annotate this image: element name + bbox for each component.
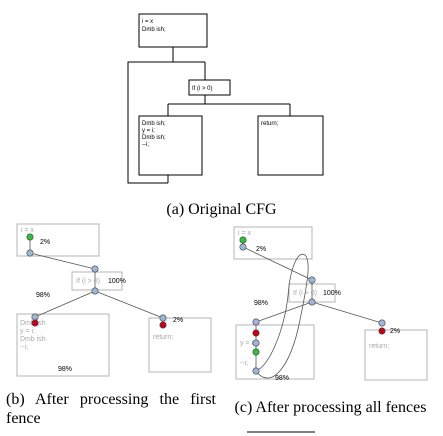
fence-node-red-c: [252, 329, 260, 337]
return-block-b: [148, 317, 212, 373]
fence-node-red-b: [31, 319, 39, 327]
body-line-1: Dmb ish;: [142, 121, 166, 127]
cond-label-b: If (i > 0): [76, 278, 100, 285]
body-line-c-2: --i;: [240, 360, 248, 367]
caption-first-fence: (b) After processing the first fence: [6, 391, 216, 427]
edge-loop-back: [127, 61, 173, 184]
cfg-node-b-5: [159, 314, 167, 322]
fence-node-green-c-2: [252, 348, 260, 356]
return-label-b: return;: [153, 334, 173, 341]
cfg-first-fence: i = x If (i > 0) Dmb ish y = i; Dmb ish …: [16, 223, 212, 377]
body-block: [138, 115, 203, 176]
fence-node-red-b-ret: [159, 321, 167, 329]
cfg-node-c-3: [308, 298, 316, 306]
caption-original-cfg: (a) Original CFG: [166, 201, 277, 218]
body-block-c: [235, 324, 315, 380]
edge-cond-right-c: [311, 301, 383, 324]
entry-block-c: [233, 226, 313, 260]
pct-left-b: 98%: [36, 292, 50, 299]
return-label: return;: [261, 121, 279, 127]
pct-cond-b: 100%: [108, 278, 126, 285]
body-line-b-2: y = i;: [20, 328, 35, 335]
pct-ret-b: 2%: [173, 317, 183, 324]
fence-node-green-b: [26, 233, 34, 241]
cond-label-c: If (i > 0): [293, 290, 317, 297]
edge-entry-cond-b: [29, 252, 96, 270]
cond-label: If (i > 0): [192, 86, 213, 92]
edge-cond-left-b: [34, 290, 96, 318]
pct-loop-b: 98%: [58, 366, 72, 373]
cfg-node-c-1: [239, 243, 247, 251]
cfg-node-b-4: [31, 313, 39, 321]
pct-left-c: 98%: [254, 300, 268, 307]
body-line-4: --i;: [142, 142, 149, 148]
cfg-node-c-5: [252, 339, 260, 347]
cfg-original-labels: i = x Dmb ish; If (i > 0) Dmb ish; y = i…: [142, 19, 279, 148]
pct-entry-c: 2%: [256, 246, 266, 253]
cfg-node-c-4: [252, 318, 260, 326]
return-label-c: return;: [369, 343, 389, 350]
edge-entry-cond-c: [242, 246, 313, 281]
cfg-node-c-2: [308, 276, 316, 284]
entry-line-2: Dmb ish;: [142, 27, 166, 33]
entry-label-b: i = x: [21, 227, 35, 234]
cfg-all-fences: i = x If (i > 0) y = i; --i; return; 2% …: [233, 226, 428, 382]
pct-ret-c: 2%: [390, 328, 400, 335]
edge-cond-right-b: [94, 290, 164, 319]
pct-entry-b: 2%: [40, 239, 50, 246]
body-line-b-3: Dmb ish: [20, 336, 46, 343]
return-block-c: [364, 329, 428, 381]
cond-block: [188, 79, 231, 96]
fence-node-green-c-1: [239, 236, 247, 244]
fence-node-red-c-ret: [378, 327, 386, 335]
body-line-b-4: --i;: [20, 344, 28, 351]
cfg-original: [127, 13, 324, 184]
return-block: [257, 115, 324, 176]
entry-line-1: i = x: [142, 19, 153, 25]
body-line-c-1: y = i;: [240, 340, 255, 347]
cfg-node-c-7: [378, 319, 386, 327]
entry-block-b: [16, 223, 100, 257]
body-line-2: y = i;: [142, 128, 155, 134]
pct-cond-c: 100%: [323, 290, 341, 297]
body-line-3: Dmb ish;: [142, 135, 166, 141]
cfg-node-b-3: [91, 287, 99, 295]
cfg-node-b-2: [91, 265, 99, 273]
cfg-node-c-6: [252, 367, 260, 375]
entry-label-c: i = x: [238, 230, 252, 237]
caption-all-fences: (c) After processing all fences: [234, 399, 427, 416]
body-block-b: [16, 313, 110, 377]
cfg-node-b-1: [26, 249, 34, 257]
pct-loop-c: 98%: [275, 375, 289, 382]
loop-back-ellipse-c: [255, 253, 309, 379]
